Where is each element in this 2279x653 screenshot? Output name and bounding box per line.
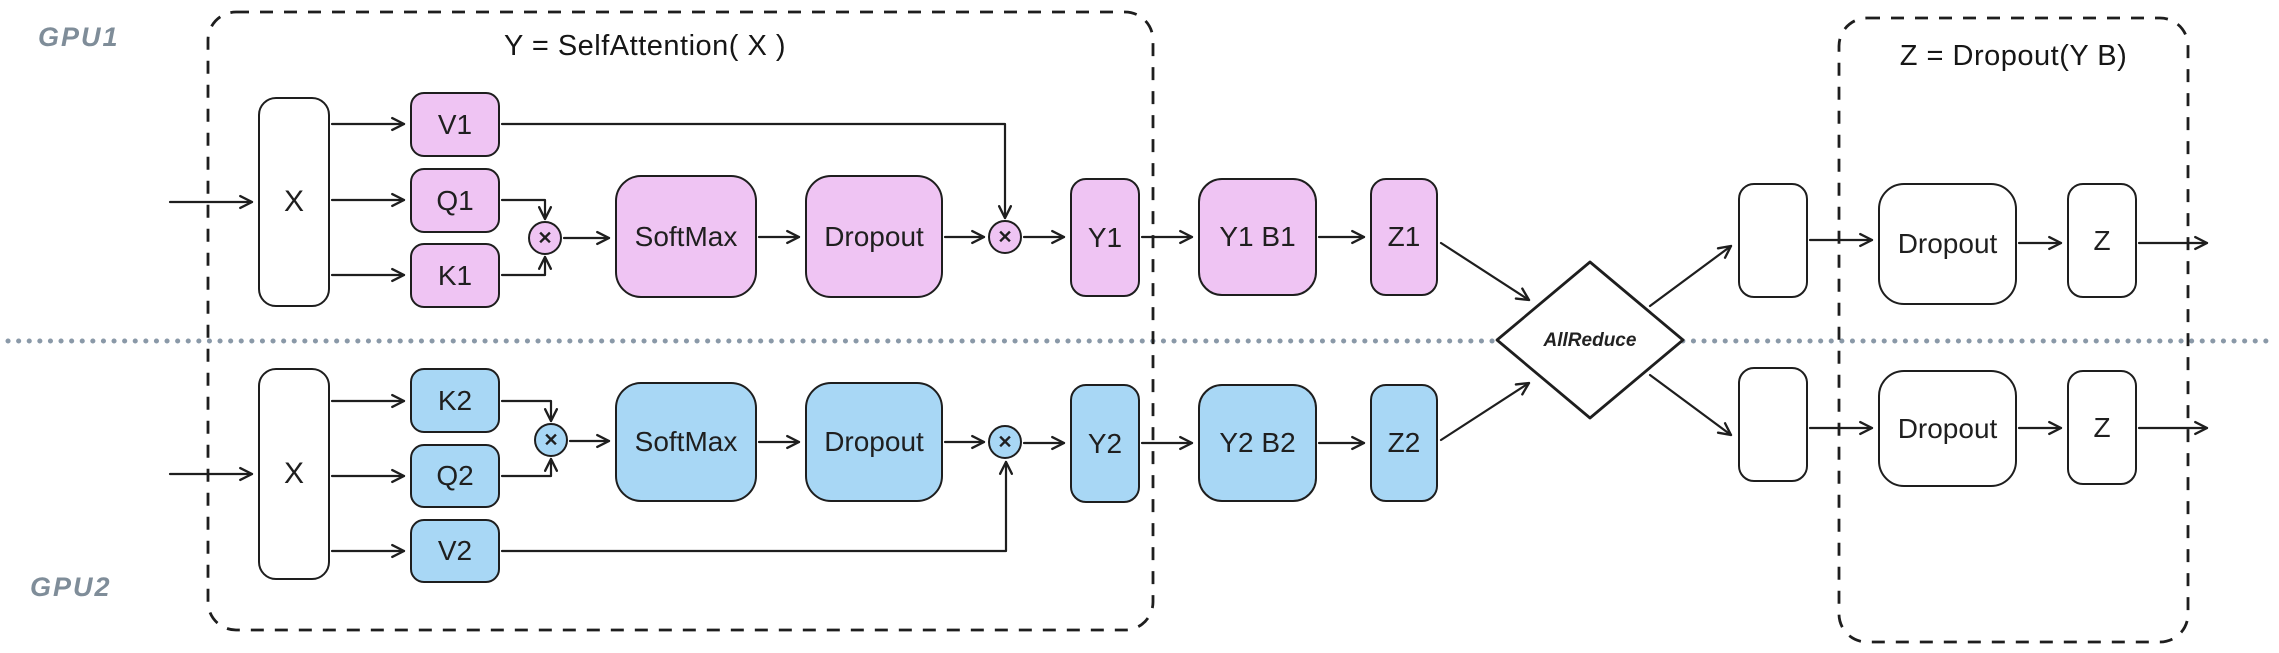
node-output-z-gpu2: Z [2067,370,2137,485]
allreduce-diamond [1495,260,1685,420]
buffer-box-gpu2 [1738,367,1808,482]
arrow-k1-to-multiply [500,255,553,277]
node-y1b1: Y1 B1 [1198,178,1317,296]
arrow-q2-to-multiply [500,457,559,478]
buffer-box-gpu1 [1738,183,1808,298]
multiply-op-qk-gpu2: ✕ [534,423,568,457]
node-dropout-gpu1: Dropout [805,175,943,298]
node-x-gpu1: X [258,97,330,307]
arrow-allreduce-to-buffer-gpu2 [1648,373,1733,437]
node-softmax-gpu1: SoftMax [615,175,757,298]
node-output-z-gpu1: Z [2067,183,2137,298]
self-attention-title: Y = SelfAttention( X ) [503,30,787,62]
node-x-gpu2: X [258,368,330,580]
node-v2: V2 [410,519,500,583]
node-output-dropout-gpu2: Dropout [1878,370,2017,487]
self-attention-dashed-box [206,10,1155,632]
arrow-z1-to-allreduce [1439,241,1531,302]
node-y2: Y2 [1070,384,1140,503]
node-softmax-gpu2: SoftMax [615,382,757,502]
arrow-q1-to-multiply [500,198,553,221]
arrow-v2-to-multiply [500,460,1014,553]
dropout-output-dashed-box [1837,16,2190,644]
allreduce-label: AllReduce [1543,330,1637,351]
node-q2: Q2 [410,444,500,508]
node-y2b2: Y2 B2 [1198,384,1317,502]
node-q1: Q1 [410,168,500,233]
node-z2: Z2 [1370,384,1438,502]
node-v1: V1 [410,92,500,157]
node-output-dropout-gpu1: Dropout [1878,183,2017,305]
dropout-output-title: Z = Dropout(Y B) [1899,40,2128,72]
node-z1: Z1 [1370,178,1438,296]
gpu2-label: GPU2 [30,572,112,602]
multiply-op-av-gpu2: ✕ [988,425,1022,459]
node-dropout-gpu2: Dropout [805,382,943,502]
node-k2: K2 [410,368,500,433]
multiply-op-qk-gpu1: ✕ [528,221,562,255]
node-y1: Y1 [1070,178,1140,297]
arrow-z2-to-allreduce [1439,381,1531,442]
node-k1: K1 [410,243,500,308]
gpu1-label: GPU1 [38,22,120,52]
arrow-allreduce-to-buffer-gpu1 [1648,244,1733,308]
multiply-op-av-gpu1: ✕ [988,220,1022,254]
arrow-v1-to-multiply [500,122,1013,220]
arrow-k2-to-multiply [500,399,559,423]
